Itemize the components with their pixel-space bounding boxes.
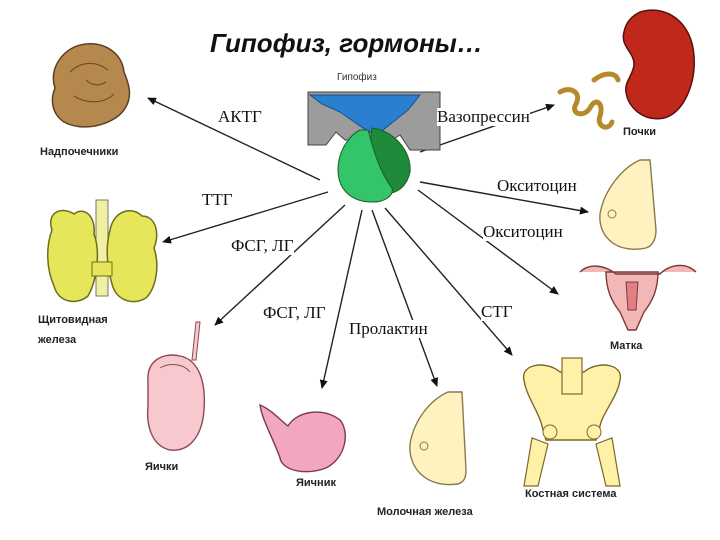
arrow-oxytocin-2 bbox=[417, 189, 559, 295]
hormone-label-oxytocin-1: Окситоцин bbox=[497, 176, 577, 195]
organ-label-ovary: Яичник bbox=[296, 477, 336, 489]
arrow-ttg bbox=[162, 191, 329, 244]
ovary-illustration bbox=[259, 403, 346, 473]
skeleton-illustration bbox=[523, 357, 621, 487]
pituitary-label: Гипофиз bbox=[337, 72, 377, 83]
arrow-actg bbox=[147, 97, 321, 181]
arrow-fsg-lg-2 bbox=[319, 209, 363, 389]
organ-label-mammary: Молочная железа bbox=[377, 506, 473, 518]
organ-label-adrenal: Надпочечники bbox=[40, 146, 119, 158]
kidney-illustration bbox=[557, 9, 695, 130]
thyroid-illustration bbox=[47, 199, 158, 303]
arrow-fsg-lg-1 bbox=[214, 204, 346, 326]
adrenal-illustration bbox=[51, 43, 131, 128]
organ-label-skeleton: Костная система bbox=[525, 488, 617, 500]
diagram-title: Гипофиз, гормоны… bbox=[210, 28, 483, 58]
hormone-label-stg: СТГ bbox=[481, 302, 513, 321]
organ-label-kidneys: Почки bbox=[623, 126, 657, 138]
pituitary-illustration bbox=[307, 91, 441, 203]
hormone-label-fsg-lg-2: ФСГ, ЛГ bbox=[263, 303, 326, 322]
hormone-label-actg: АКТГ bbox=[218, 107, 262, 126]
arrow-vasopressin bbox=[419, 103, 555, 153]
uterus-illustration bbox=[579, 264, 697, 331]
organ-label-thyroid-2: железа bbox=[38, 334, 77, 346]
arrow-stg bbox=[384, 207, 513, 356]
hormone-label-prolactin: Пролактин bbox=[349, 319, 428, 338]
hormone-label-ttg: ТТГ bbox=[202, 190, 233, 209]
organ-label-uterus: Матка bbox=[610, 340, 643, 352]
arrow-prolactin bbox=[371, 209, 438, 387]
organ-label-thyroid-1: Щитовидная bbox=[38, 314, 108, 326]
arrow-oxytocin-1 bbox=[419, 181, 589, 215]
breast-illustration-1 bbox=[599, 159, 657, 250]
arrows bbox=[147, 97, 589, 389]
hormone-label-oxytocin-2: Окситоцин bbox=[483, 222, 563, 241]
breast-illustration-2 bbox=[409, 391, 467, 486]
hormone-label-vasopressin: Вазопрессин bbox=[437, 107, 530, 126]
hormone-label-fsg-lg-1: ФСГ, ЛГ bbox=[231, 236, 294, 255]
testes-illustration bbox=[146, 321, 206, 451]
organ-label-testes: Яички bbox=[145, 461, 179, 473]
